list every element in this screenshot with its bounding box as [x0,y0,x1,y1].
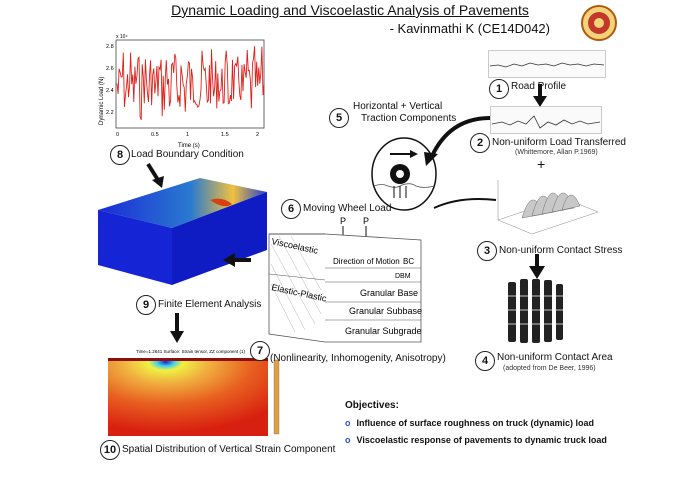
step-number-9: 9 [136,295,156,315]
step-number-7: 7 [250,341,270,361]
step-label-8: Load Boundary Condition [131,149,244,160]
step-label-5-line2: Traction Components [361,113,457,124]
plus-sign: + [537,156,546,172]
step-label-6: Moving Wheel Load [303,203,392,214]
direction-label: Direction of Motion [333,257,400,266]
x-tick-label: 1 [186,132,189,138]
step-number-6: 6 [281,199,301,219]
y-tick-label: 2.8 [106,44,114,50]
step-number-4: 4 [475,351,495,371]
stress-hotspot [210,198,232,207]
layer-dbm: DBM [395,273,411,280]
author-line: - Kavinmathi K (CE14D042) [389,21,550,36]
step-number-3: 3 [477,241,497,261]
step-label-3: Non-uniform Contact Stress [499,245,623,256]
arrow-left-icon [223,253,251,267]
load-p-2: P [363,216,369,226]
x-tick-label: 0.5 [151,132,159,138]
institute-logo [581,5,617,41]
layer-bc: BC [403,257,414,266]
arrow-down-icon [146,162,164,188]
y-tick-label: 2.6 [106,66,114,72]
fea-model-3d [98,178,267,285]
step-number-10: 10 [100,440,120,460]
poster-title: Dynamic Loading and Viscoelastic Analysi… [171,2,529,18]
step-number-5: 5 [329,108,349,128]
arrow-down-icon [170,313,184,343]
step-label-4: Non-uniform Contact Area [497,352,613,363]
strain-contour-plot: Time=1.2641 Surface: Strain tensor, ZZ c… [108,349,280,436]
flow-arrows [424,116,497,209]
wheel-traction-diagram [371,137,437,211]
y-tick-label: 2.2 [106,110,114,116]
contact-stress-plot [497,180,599,235]
contact-area-footprint [508,279,564,343]
arrow-down-icon [533,84,547,107]
step-label-7: (Nonlinearity, Inhomogenity, Anisotropy) [270,353,446,364]
load-p-1: P [340,216,346,226]
dynamic-load-chart: 2.8 2.6 2.4 2.2 0 0.5 1 1.5 2 x 10⁴ Dynamic Loa… [99,34,265,149]
step-label-2: Non-uniform Load Transferred [492,137,626,148]
step-label-10: Spatial Distribution of Vertical Strain … [122,444,336,455]
load-transferred-chart [490,106,602,134]
y-tick-label: 2.4 [106,88,114,94]
arrow-down-icon [529,254,545,279]
step-number-2: 2 [470,133,490,153]
x-tick-label: 2 [256,132,259,138]
exponent-label: x 10⁴ [116,34,128,40]
reference-note-2: (Whittemore, Allan P.1969) [515,149,598,156]
x-axis-label: Time (s) [178,143,200,149]
contour-caption: Time=1.2641 Surface: Strain tensor, ZZ c… [136,349,246,354]
x-tick-label: 0 [116,132,119,138]
x-tick-label: 1.5 [221,132,229,138]
bullet-icon: o [345,418,351,428]
reference-note-4: (adopted from De Beer, 1996) [503,365,596,372]
y-axis-label: Dynamic Load (N) [99,77,105,125]
objectives-title: Objectives: [345,400,399,411]
pavement-section: P P Viscoelastic Elastic-Plastic Directi… [268,216,422,343]
load-series-line [116,46,265,121]
step-number-1: 1 [489,79,509,99]
step-label-5-line1: Horizontal + Vertical [353,101,443,112]
layer-granular-base: Granular Base [360,288,418,298]
step-number-8: 8 [110,145,130,165]
layer-granular-subbase: Granular Subbase [349,306,422,316]
bullet-icon: o [345,435,351,445]
step-label-9: Finite Element Analysis [158,299,262,310]
layer-granular-subgrade: Granular Subgrade [345,326,422,336]
road-profile-chart [488,50,606,78]
